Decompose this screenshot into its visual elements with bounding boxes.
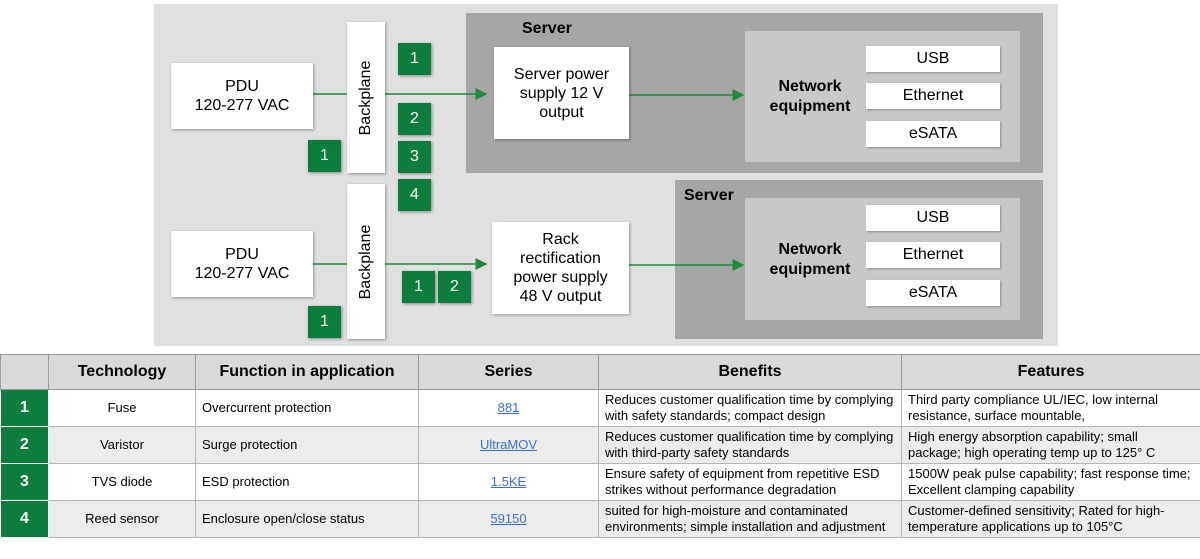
top-port-usb: USB <box>866 46 1000 72</box>
table-row: 1 Fuse Overcurrent protection 881 Reduce… <box>0 389 1200 427</box>
row-function: Surge protection <box>195 426 419 464</box>
row-series-cell: 1.5KE <box>418 463 599 501</box>
table-row: 3 TVS diode ESD protection 1.5KE Ensure … <box>0 463 1200 501</box>
top-pdu-box: PDU 120-277 VAC <box>171 63 313 129</box>
header-num <box>0 354 49 390</box>
badge-bottom-input-2: 2 <box>438 271 471 303</box>
row-features: Customer-defined sensitivity; Rated for … <box>901 500 1200 538</box>
row-series-cell: UltraMOV <box>418 426 599 464</box>
table-row: 4 Reed sensor Enclosure open/close statu… <box>0 500 1200 538</box>
row-number: 4 <box>0 500 49 538</box>
top-backplane: Backplane <box>347 22 385 173</box>
bottom-backplane-label: Backplane <box>357 224 374 299</box>
bottom-pdu-box: PDU 120-277 VAC <box>171 231 313 297</box>
series-link[interactable]: 59150 <box>490 511 527 526</box>
row-function: Overcurrent protection <box>195 389 419 427</box>
bottom-port-usb: USB <box>866 205 1000 231</box>
row-number: 1 <box>0 389 49 427</box>
row-benefits: Reduces customer qualification time by c… <box>598 389 902 427</box>
top-server-title: Server <box>522 20 572 37</box>
row-technology: Reed sensor <box>48 500 196 538</box>
top-network-label: Network equipment <box>769 78 851 115</box>
bottom-port-esata: eSATA <box>866 280 1000 306</box>
technology-table: Technology Function in application Serie… <box>0 354 1200 538</box>
top-psu-label: Server power supply 12 V output <box>513 65 610 121</box>
row-benefits: Reduces customer qualification time by c… <box>598 426 902 464</box>
row-features: 1500W peak pulse capability; fast respon… <box>901 463 1200 501</box>
series-link[interactable]: UltraMOV <box>479 437 538 452</box>
header-series: Series <box>418 354 599 390</box>
top-psu-box: Server power supply 12 V output <box>494 47 629 139</box>
header-benefits: Benefits <box>598 354 902 390</box>
row-features: High energy absorption capability; small… <box>901 426 1200 464</box>
header-features: Features <box>901 354 1200 390</box>
series-link[interactable]: 1.5KE <box>490 474 527 489</box>
badge-bottom-input-1: 1 <box>402 271 435 303</box>
row-technology: TVS diode <box>48 463 196 501</box>
badge-top-input-3: 3 <box>398 141 431 173</box>
header-technology: Technology <box>48 354 196 390</box>
bottom-backplane: Backplane <box>347 184 385 339</box>
badge-top-pdu: 1 <box>308 140 341 172</box>
table-row: 2 Varistor Surge protection UltraMOV Red… <box>0 426 1200 464</box>
bottom-port-ethernet: Ethernet <box>866 242 1000 268</box>
bottom-server-title: Server <box>684 187 734 204</box>
row-series-cell: 59150 <box>418 500 599 538</box>
bottom-psu-label: Rack rectification power supply 48 V out… <box>513 231 608 305</box>
badge-top-input-4: 4 <box>398 179 431 211</box>
row-series-cell: 881 <box>418 389 599 427</box>
top-port-ethernet: Ethernet <box>866 83 1000 109</box>
badge-top-input-1: 1 <box>398 43 431 75</box>
bottom-pdu-label: PDU 120-277 VAC <box>194 246 290 282</box>
top-port-esata: eSATA <box>866 121 1000 147</box>
row-function: ESD protection <box>195 463 419 501</box>
row-number: 2 <box>0 426 49 464</box>
row-technology: Varistor <box>48 426 196 464</box>
series-link[interactable]: 881 <box>497 400 520 415</box>
bottom-network-label: Network equipment <box>769 241 851 278</box>
row-benefits: suited for high-moisture and contaminate… <box>598 500 902 538</box>
row-features: Third party compliance UL/IEC, low inter… <box>901 389 1200 427</box>
row-number: 3 <box>0 463 49 501</box>
header-function: Function in application <box>195 354 419 390</box>
row-benefits: Ensure safety of equipment from repetiti… <box>598 463 902 501</box>
top-backplane-label: Backplane <box>357 60 374 135</box>
row-function: Enclosure open/close status <box>195 500 419 538</box>
badge-top-input-2: 2 <box>398 103 431 135</box>
badge-bottom-pdu: 1 <box>308 306 341 338</box>
bottom-psu-box: Rack rectification power supply 48 V out… <box>492 222 629 314</box>
top-pdu-label: PDU 120-277 VAC <box>194 78 290 114</box>
table-header-row: Technology Function in application Serie… <box>0 354 1200 390</box>
row-technology: Fuse <box>48 389 196 427</box>
